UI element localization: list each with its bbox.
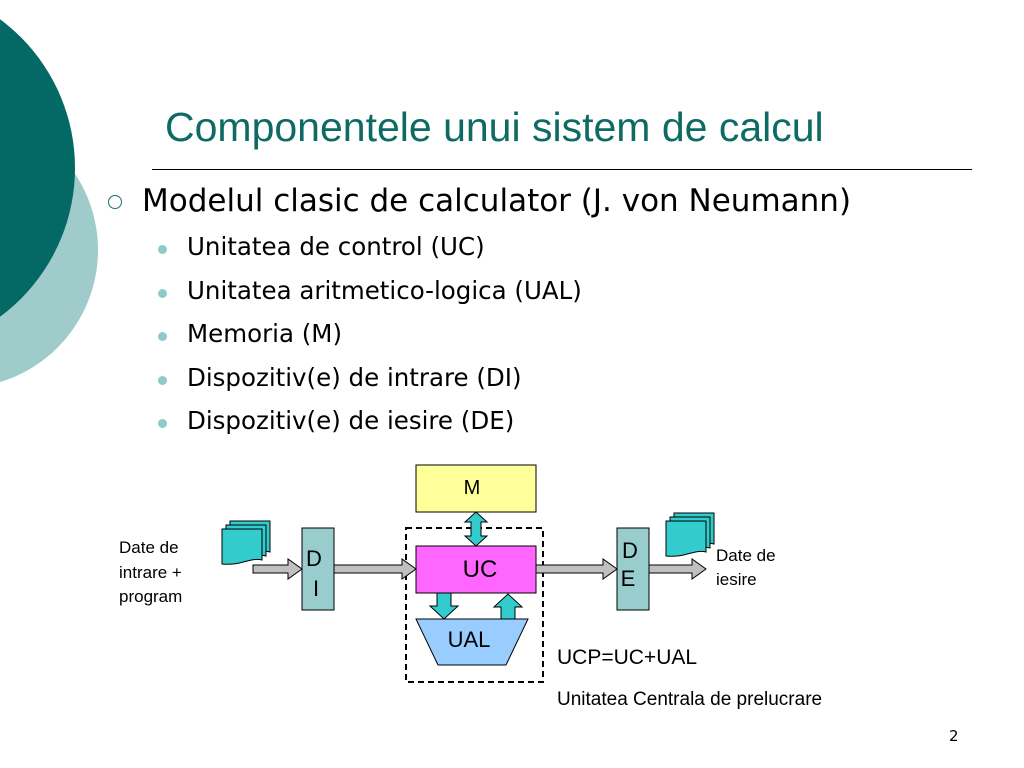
ucp-dashed-boundary [405,527,544,683]
output-device-letter-e: E [621,566,636,591]
list-item-text: Unitatea aritmetico-logica (UAL) [187,275,582,305]
ual-trapezoid [415,618,529,666]
list-item-text: Dispozitiv(e) de iesire (DE) [187,406,515,435]
input-device-letter-i: I [313,576,319,601]
output-device-letter-d: D [622,538,638,563]
de-to-output-arrow [648,558,707,580]
bullet-dot-icon [158,288,167,298]
bullet-dot-icon [158,375,167,385]
di-to-uc-arrow [333,558,417,580]
output-device-box [616,527,650,611]
bullet-dot-icon [158,332,167,341]
slide-number: 2 [949,727,959,745]
memory-label: M [464,477,481,499]
hollow-circle-bullet-icon [108,195,122,209]
output-documents-icon [665,512,715,557]
main-bullet-text: Modelul clasic de calculator (J. von Neu… [142,183,852,219]
ucp-full-name: Unitatea Centrala de prelucrare [557,689,822,710]
list-item-text: Dispozitiv(e) de intrare (DI) [187,362,522,392]
output-caption-line-2: iesire [716,570,757,589]
list-item-text: Memoria (M) [187,319,343,348]
input-caption-line-3: program [119,587,182,606]
bullet-dot-icon [158,419,167,428]
ual-label: UAL [448,627,491,652]
ual-to-uc-arrow [492,593,524,620]
dark-teal-circle [0,19,75,317]
slide-title: Componentele unui sistem de calcul [165,104,824,150]
uc-label: UC [463,556,498,583]
input-documents-icon [221,520,271,565]
output-caption-line-1: Date de [716,546,776,565]
input-caption-line-2: intrare + [119,563,182,582]
uc-to-de-arrow [535,558,618,580]
list-item-text: Unitatea de control (UC) [187,232,485,261]
input-caption-line-1: Date de [119,538,179,557]
ucp-formula: UCP=UC+UAL [557,646,697,669]
title-divider [152,169,972,170]
input-to-di-arrow [252,558,303,580]
bullet-dot-icon [158,245,167,254]
input-device-letter-d: D [306,546,322,571]
uc-to-ual-arrow [428,592,460,620]
memory-box [415,464,537,513]
